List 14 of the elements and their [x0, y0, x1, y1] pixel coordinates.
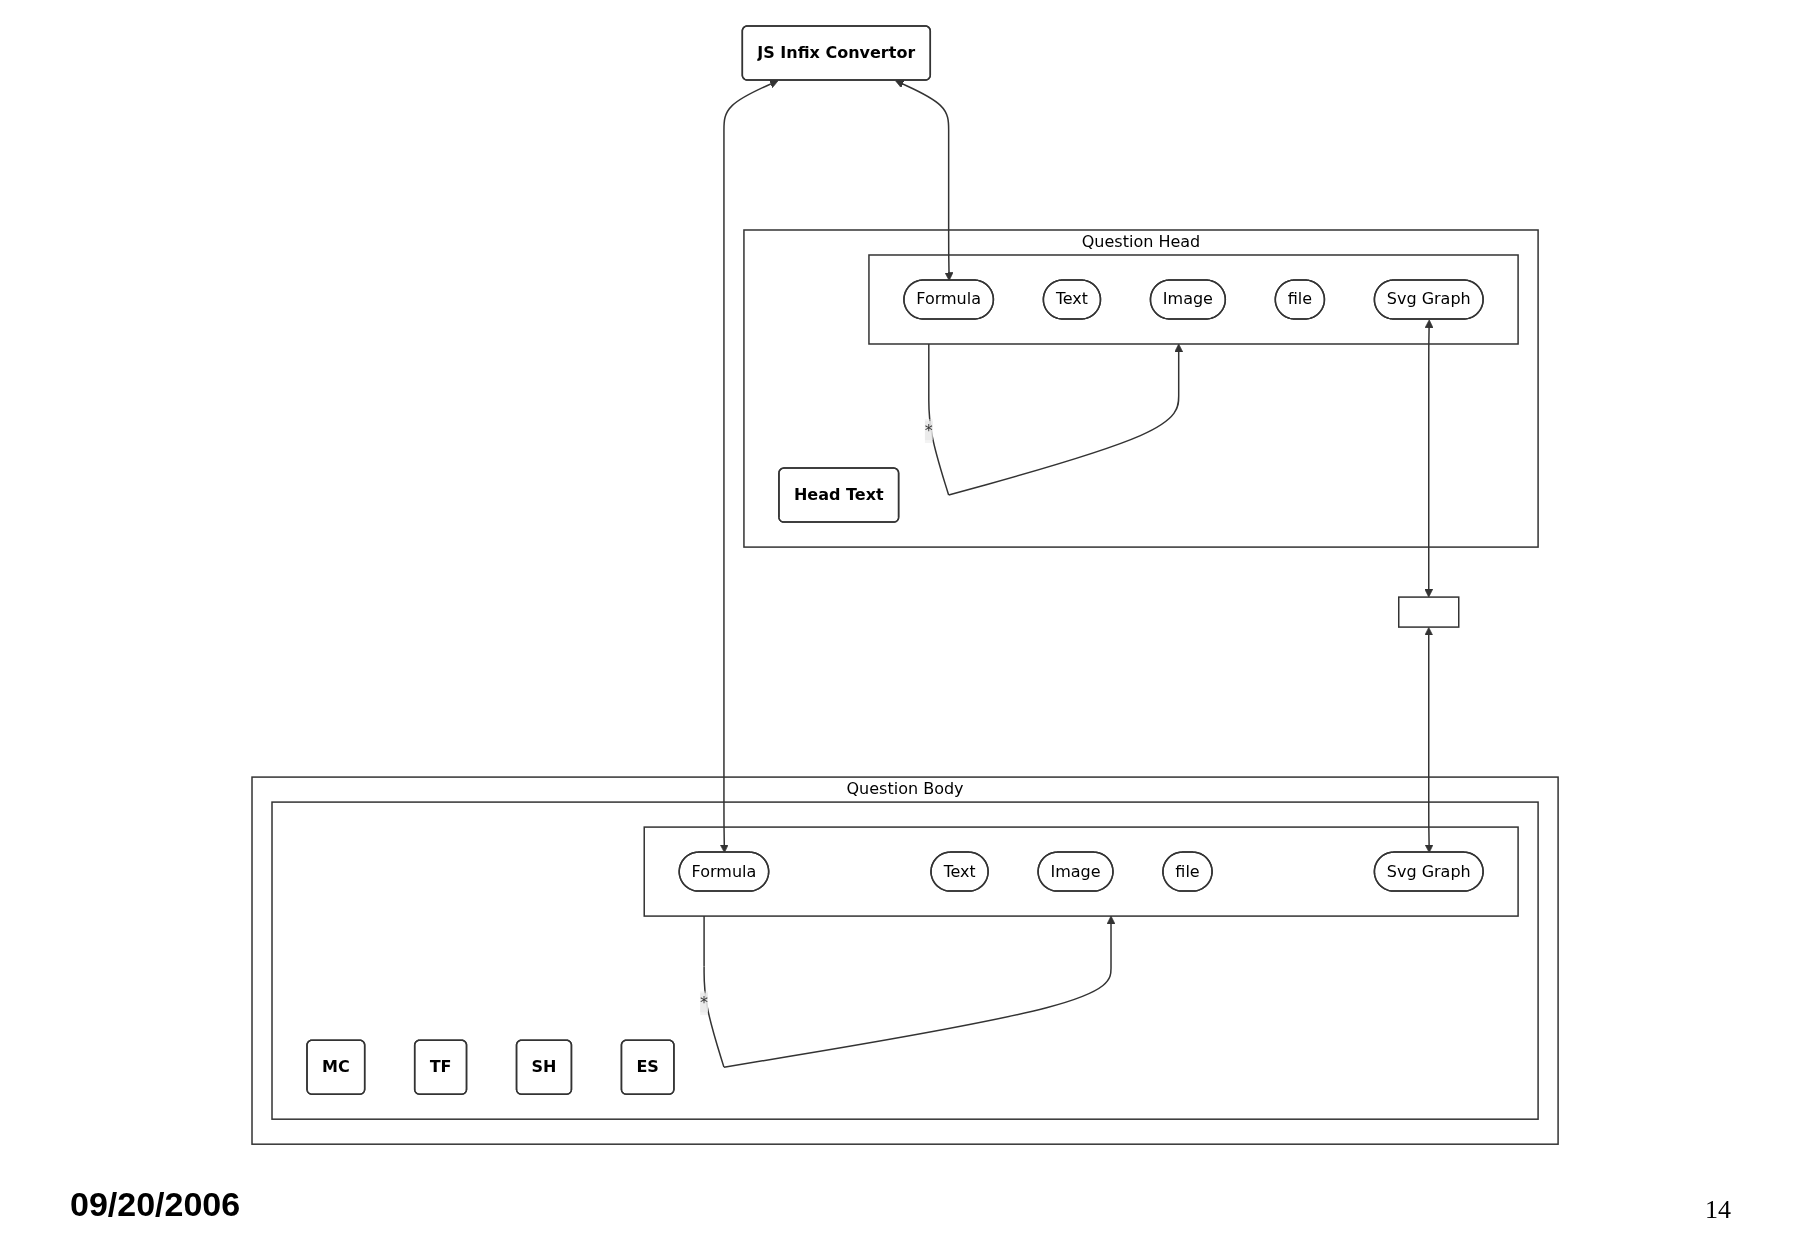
edge-label: *: [925, 421, 934, 440]
cluster: [643, 826, 1520, 917]
arrow: [720, 79, 779, 853]
edge-label: *: [700, 993, 709, 1013]
arrow: [928, 343, 1184, 496]
cluster: [868, 254, 1520, 345]
arrow: [1424, 319, 1434, 598]
cluster: [271, 801, 1540, 1120]
arrow: [895, 79, 954, 281]
node-box: [1398, 596, 1460, 628]
arrow: [1424, 627, 1434, 853]
arrow: [703, 915, 1116, 1068]
page-number: 14: [1705, 1195, 1731, 1225]
date-label: 09/20/2006: [70, 1185, 241, 1224]
